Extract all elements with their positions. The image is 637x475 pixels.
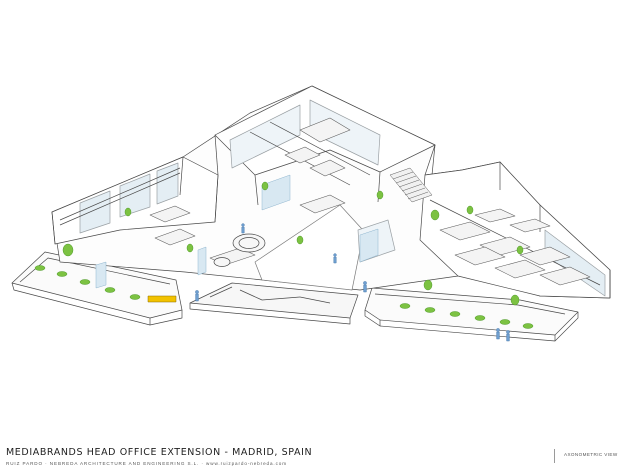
workstations (439, 208, 591, 286)
glass-partitions (95, 174, 379, 289)
view-label: AXONOMETRIC VIEW (564, 452, 618, 457)
axonometric-drawing (11, 85, 611, 342)
staircase (389, 167, 433, 203)
project-title: MEDIABRANDS HEAD OFFICE EXTENSION - MADR… (6, 447, 313, 458)
round-lounge (213, 233, 266, 267)
right-wing (419, 161, 611, 299)
view-separator (554, 449, 555, 463)
left-wing (51, 156, 219, 245)
central-ramp (189, 282, 359, 325)
right-terrace (364, 287, 579, 342)
title-block: MEDIABRANDS HEAD OFFICE EXTENSION - MADR… (6, 447, 631, 473)
yellow-sign (147, 295, 177, 303)
project-credits: RUIZ PARDO · NEBREDA ARCHITECTURE AND EN… (6, 461, 287, 466)
plants (34, 181, 534, 329)
people (195, 223, 510, 342)
